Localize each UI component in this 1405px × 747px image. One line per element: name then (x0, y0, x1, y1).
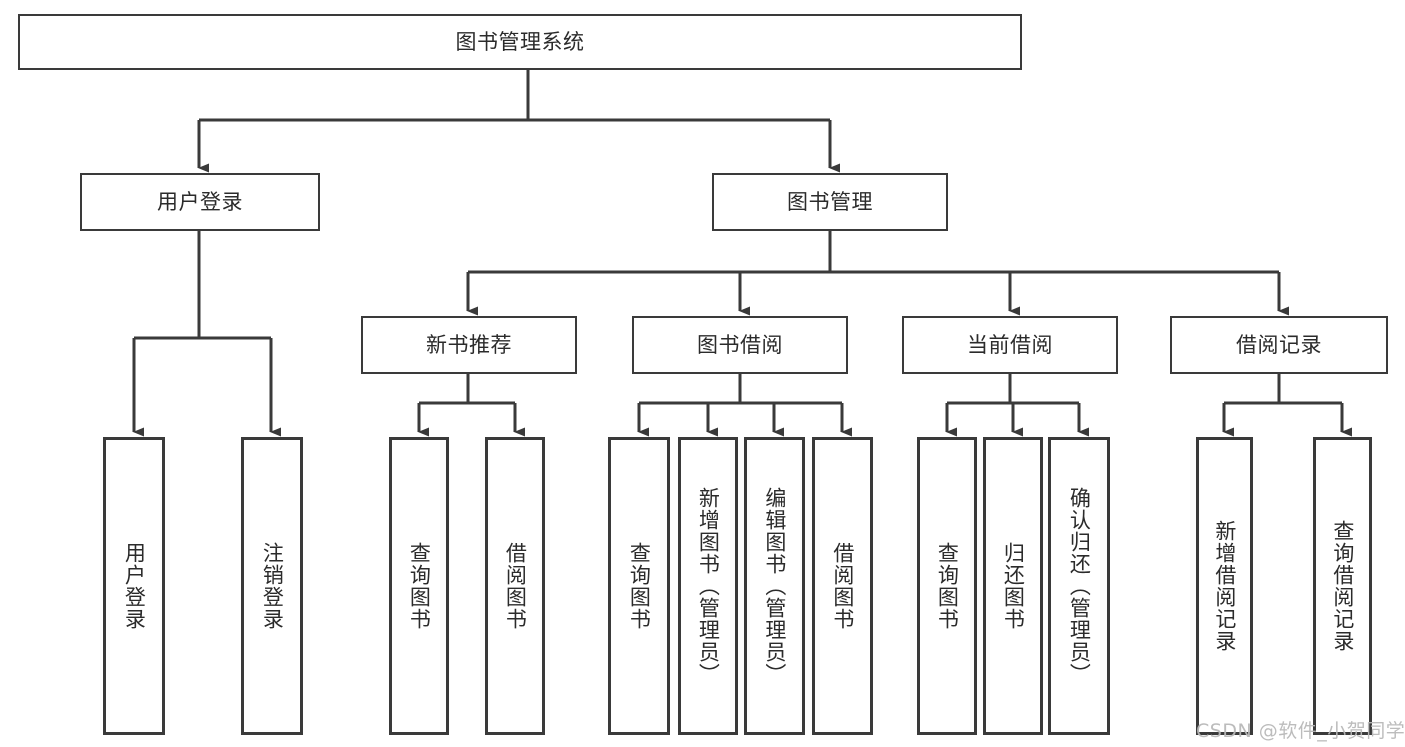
node-leaf-confirm-return-admin-label: 确认归还（管理员） (1067, 487, 1092, 685)
node-leaf-query-book-current-label: 查询图书 (935, 542, 960, 630)
node-user-login[interactable]: 用户登录 (80, 173, 320, 231)
node-root-label: 图书管理系统 (455, 29, 585, 54)
node-leaf-user-login[interactable]: 用户登录 (103, 437, 165, 735)
node-book-manage[interactable]: 图书管理 (712, 173, 948, 231)
node-leaf-return-book-label: 归还图书 (1001, 542, 1026, 630)
node-leaf-user-logout-label: 注销登录 (260, 542, 285, 630)
node-leaf-return-book[interactable]: 归还图书 (983, 437, 1043, 735)
node-leaf-add-book-admin[interactable]: 新增图书（管理员） (678, 437, 738, 735)
node-leaf-borrow-book-new[interactable]: 借阅图书 (485, 437, 545, 735)
node-leaf-add-borrow-record[interactable]: 新增借阅记录 (1196, 437, 1253, 735)
node-leaf-add-book-admin-label: 新增图书（管理员） (696, 487, 721, 685)
node-leaf-edit-book-admin-label: 编辑图书（管理员） (762, 487, 787, 685)
node-new-book-recommend[interactable]: 新书推荐 (361, 316, 577, 374)
node-leaf-query-book-new[interactable]: 查询图书 (389, 437, 449, 735)
node-current-borrow[interactable]: 当前借阅 (902, 316, 1118, 374)
node-current-borrow-label: 当前借阅 (967, 332, 1053, 357)
node-leaf-query-borrow-record[interactable]: 查询借阅记录 (1313, 437, 1372, 735)
node-leaf-query-book-new-label: 查询图书 (407, 542, 432, 630)
node-root[interactable]: 图书管理系统 (18, 14, 1022, 70)
node-book-borrow-label: 图书借阅 (697, 332, 783, 357)
node-leaf-query-book-borrow[interactable]: 查询图书 (608, 437, 670, 735)
node-user-login-label: 用户登录 (157, 189, 243, 214)
node-leaf-borrow-book-label: 借阅图书 (830, 542, 855, 630)
node-leaf-confirm-return-admin[interactable]: 确认归还（管理员） (1048, 437, 1110, 735)
node-leaf-add-borrow-record-label: 新增借阅记录 (1212, 520, 1237, 652)
node-leaf-query-borrow-record-label: 查询借阅记录 (1330, 520, 1355, 652)
node-leaf-user-logout[interactable]: 注销登录 (241, 437, 303, 735)
node-leaf-edit-book-admin[interactable]: 编辑图书（管理员） (744, 437, 805, 735)
node-leaf-borrow-book[interactable]: 借阅图书 (812, 437, 873, 735)
node-leaf-borrow-book-new-label: 借阅图书 (503, 542, 528, 630)
node-book-borrow[interactable]: 图书借阅 (632, 316, 848, 374)
node-leaf-query-book-current[interactable]: 查询图书 (917, 437, 977, 735)
node-book-manage-label: 图书管理 (787, 189, 873, 214)
node-leaf-user-login-label: 用户登录 (122, 542, 147, 630)
node-borrow-record[interactable]: 借阅记录 (1170, 316, 1388, 374)
node-new-book-recommend-label: 新书推荐 (426, 332, 512, 357)
csdn-watermark: CSDN @软件_小贺同学 (1196, 720, 1405, 742)
node-leaf-query-book-borrow-label: 查询图书 (627, 542, 652, 630)
node-borrow-record-label: 借阅记录 (1236, 332, 1322, 357)
